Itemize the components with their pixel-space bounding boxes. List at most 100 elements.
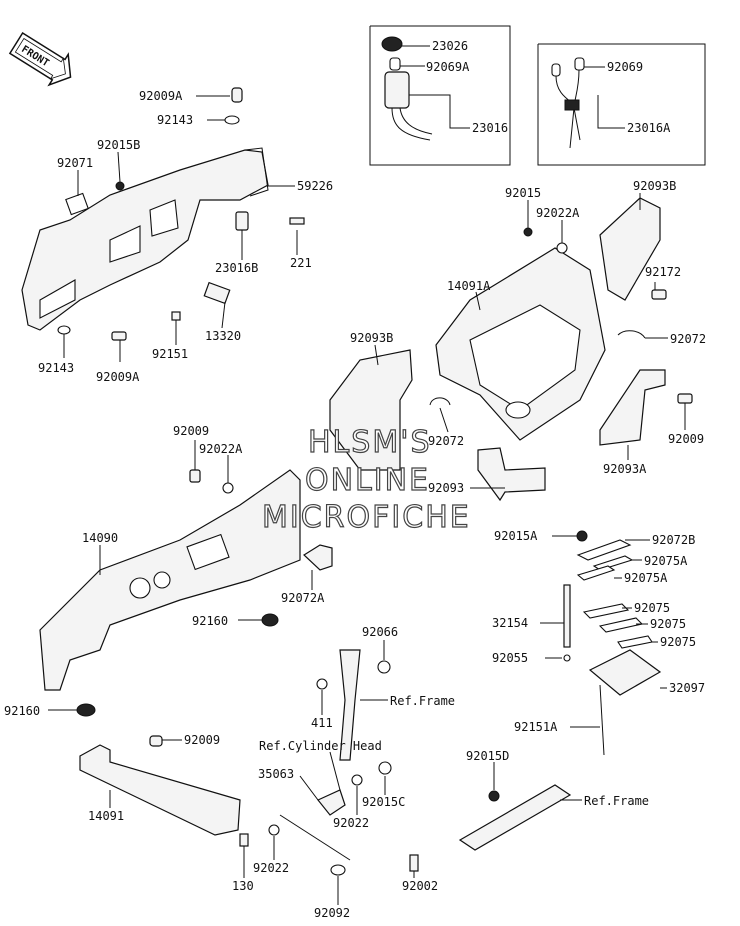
callout-23016a: 23016A (627, 121, 671, 135)
callout-92015c: 92015C (362, 795, 405, 809)
callout-92075-3: 92075 (660, 635, 696, 649)
wire-lead-23016 (391, 107, 433, 141)
bolt-92009-right (677, 393, 693, 404)
rod-92151a (599, 684, 605, 756)
callout-92151: 92151 (152, 347, 188, 361)
callout-92160-mid: 92160 (192, 614, 228, 628)
callout-92022a-top: 92022A (536, 206, 580, 220)
callout-221: 221 (290, 256, 312, 270)
callout-92075-2: 92075 (650, 617, 686, 631)
callout-13320: 13320 (205, 329, 241, 343)
washer-92022-mid (351, 774, 363, 786)
clip-92072-mid (429, 397, 451, 406)
front-direction-badge: FRONT (8, 31, 72, 87)
callout-92022-bottom: 92022 (253, 861, 289, 875)
clip-92072a (303, 544, 333, 571)
callout-92160-left: 92160 (4, 704, 40, 718)
callout-14090: 14090 (82, 531, 118, 545)
screw-92151 (171, 311, 181, 321)
callout-92071: 92071 (57, 156, 93, 170)
callout-92022a-left: 92022A (199, 442, 243, 456)
rod-32154 (563, 584, 571, 648)
callout-32097: 32097 (669, 681, 705, 695)
meter-panel-openings (39, 199, 179, 319)
callout-411: 411 (311, 716, 333, 730)
callout-92002: 92002 (402, 879, 438, 893)
socket-body-23016 (384, 71, 410, 109)
callout-92143-bottom: 92143 (38, 361, 74, 375)
washer-92022a-top (556, 242, 568, 254)
nut-92015d (488, 790, 500, 802)
frame-member-ref-1 (339, 649, 361, 761)
socket-23016b (235, 211, 249, 231)
callout-92015: 92015 (505, 186, 541, 200)
callout-92072b: 92072B (652, 533, 695, 547)
callout-92172: 92172 (645, 265, 681, 279)
bolt-92009a-bottom (111, 331, 127, 341)
plate-32097 (588, 649, 662, 696)
callout-92093a: 92093A (603, 462, 647, 476)
callout-92093b-mid: 92093B (350, 331, 393, 345)
clip-92072-right (617, 330, 646, 339)
callout-23016: 23016 (472, 121, 508, 135)
plate-92072b (576, 539, 632, 561)
label-92071 (65, 192, 89, 216)
bolt-92002 (409, 854, 419, 872)
callout-92069: 92069 (607, 60, 643, 74)
pad-92075-1 (582, 603, 630, 619)
callout-92075a-1: 92075A (644, 554, 688, 568)
callout-14091a: 14091A (447, 279, 491, 293)
callout-14091: 14091 (88, 809, 124, 823)
callout-92072-mid: 92072 (428, 434, 464, 448)
washer-92143-bottom (57, 325, 71, 335)
wire-harness-23016a (555, 69, 581, 149)
bolt-130 (239, 833, 249, 847)
bulb-92069-second (551, 63, 561, 77)
callout-92151a: 92151A (514, 720, 558, 734)
callout-130: 130 (232, 879, 254, 893)
grommet-411 (316, 678, 328, 690)
bolt-92172 (651, 289, 667, 300)
cover-14091 (79, 744, 241, 836)
pad-92075-2 (598, 617, 644, 633)
callout-92015a: 92015A (494, 529, 538, 543)
watermark-line-1: HLSM'S (308, 425, 432, 460)
callout-92072a: 92072A (281, 591, 325, 605)
frame-member-ref-2 (458, 784, 572, 851)
bushing-92092 (330, 864, 346, 876)
callout-92009a-top: 92009A (139, 89, 183, 103)
callout-23016b: 23016B (215, 261, 258, 275)
callout-92072-right: 92072 (670, 332, 706, 346)
callout-23026: 23026 (432, 39, 468, 53)
kit-box-23016a (537, 43, 706, 166)
callout-92015b: 92015B (97, 138, 140, 152)
plate-92075a-1 (592, 555, 634, 571)
kit-box-23016 (369, 25, 511, 166)
callout-ref-cylinder-head: Ref.Cylinder Head (259, 739, 382, 753)
meter-panel-59226 (21, 149, 269, 331)
callout-92069a: 92069A (426, 60, 470, 74)
screw-221 (289, 217, 305, 225)
switch-13320 (203, 281, 231, 305)
pin-92055 (563, 654, 571, 662)
washer-92022-bottom (268, 824, 280, 836)
bolt-92009a-top (231, 87, 243, 103)
bracket-92093a (599, 369, 666, 446)
panel-cutout (186, 533, 230, 571)
leader-lines (48, 45, 686, 905)
callout-92055: 92055 (492, 651, 528, 665)
callout-92009a-bottom: 92009A (96, 370, 140, 384)
watermark: HLSM'S ONLINE MICROFICHE (261, 424, 469, 535)
connector-23016a (564, 99, 580, 111)
callout-92022-mid: 92022 (333, 816, 369, 830)
pad-92075-3 (617, 635, 653, 649)
callout-92093: 92093 (428, 481, 464, 495)
callout-59226: 59226 (297, 179, 333, 193)
tray-14091a-hole (505, 401, 531, 419)
tray-14091a-inner (469, 304, 581, 411)
callout-35063: 35063 (258, 767, 294, 781)
cap-23026 (381, 36, 403, 52)
callout-92015d: 92015D (466, 749, 509, 763)
callout-92075-1: 92075 (634, 601, 670, 615)
